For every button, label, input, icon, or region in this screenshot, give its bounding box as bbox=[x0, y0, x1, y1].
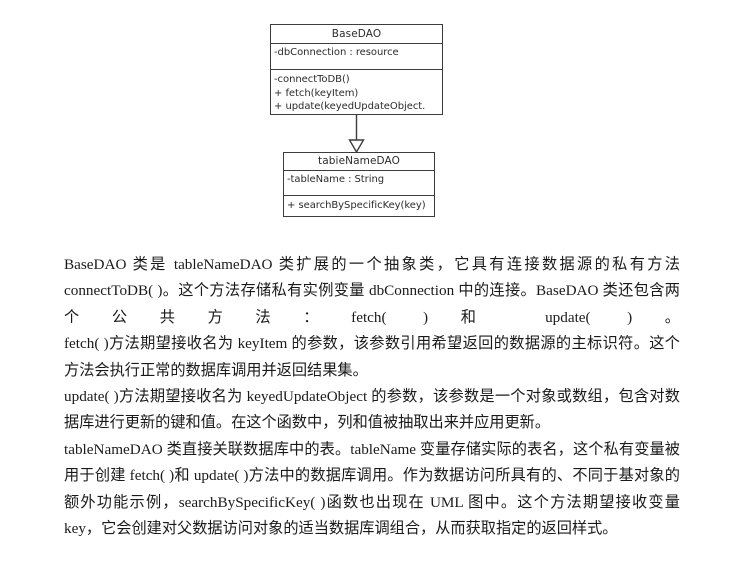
uml-class-tablenamedao-operations: + searchBySpecificKey(key) bbox=[284, 196, 434, 215]
page-body-text: BaseDAO 类是 tableNameDAO 类扩展的一个抽象类，它具有连接数… bbox=[64, 252, 680, 542]
uml-class-basedao-attributes: -dbConnection : resource bbox=[271, 44, 442, 70]
uml-attribute: -dbConnection : resource bbox=[274, 47, 399, 58]
generalization-arrow-icon bbox=[348, 114, 365, 154]
uml-operation: + fetch(keyItem) bbox=[274, 87, 359, 99]
uml-class-basedao-operations: -connectToDB() + fetch(keyItem) + update… bbox=[271, 70, 442, 116]
uml-class-basedao: BaseDAO -dbConnection : resource -connec… bbox=[270, 24, 443, 115]
uml-class-tablenamedao-name: tabieNameDAO bbox=[284, 153, 434, 171]
paragraph: update( )方法期望接收名为 keyedUpdateObject 的参数，… bbox=[64, 388, 680, 432]
paragraph: BaseDAO 类是 tableNameDAO 类扩展的一个抽象类，它具有连接数… bbox=[64, 256, 680, 326]
uml-class-tablenamedao: tabieNameDAO -tableName : String + searc… bbox=[283, 152, 435, 217]
uml-operation: + searchBySpecificKey(key) bbox=[287, 200, 426, 211]
uml-class-tablenamedao-attributes: -tableName : String bbox=[284, 171, 434, 196]
uml-attribute: -tableName : String bbox=[287, 174, 385, 185]
uml-class-diagram: BaseDAO -dbConnection : resource -connec… bbox=[0, 0, 745, 232]
uml-operation: -connectToDB() bbox=[274, 74, 350, 85]
uml-class-basedao-name: BaseDAO bbox=[271, 25, 442, 44]
paragraph: tableNameDAO 类直接关联数据库中的表。tableName 变量存储实… bbox=[64, 440, 680, 538]
paragraph: fetch( )方法期望接收名为 keyItem 的参数，该参数引用希望返回的数… bbox=[64, 335, 680, 379]
uml-operation: + update(keyedUpdateObject. bbox=[274, 101, 426, 112]
